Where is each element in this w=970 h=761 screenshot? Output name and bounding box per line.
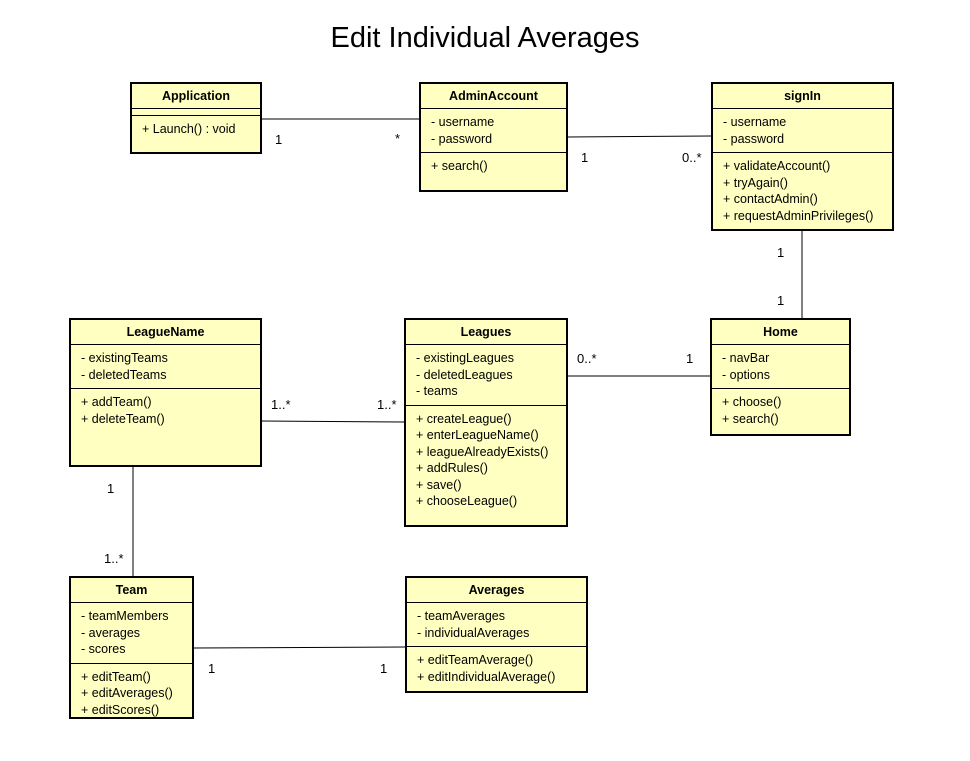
class-leagues[interactable]: Leagues - existingLeagues - deletedLeagu… <box>404 318 568 527</box>
attribute: - teams <box>416 384 458 398</box>
class-adminaccount[interactable]: AdminAccount - username - password + sea… <box>419 82 568 192</box>
association-leaguename-leagues[interactable] <box>260 420 406 423</box>
mult-leaguename-side: 1..* <box>271 397 291 412</box>
operation: + requestAdminPrivileges() <box>723 208 874 223</box>
attributes-compartment: - existingTeams - deletedTeams <box>71 345 260 389</box>
operation: + addTeam() <box>81 395 152 409</box>
attribute: - teamAverages <box>417 609 506 623</box>
operations-compartment: + search() <box>421 153 566 180</box>
operation: + choose() <box>722 395 782 409</box>
operation: + validateAccount() <box>723 159 831 173</box>
operation: + chooseLeague() <box>416 494 518 508</box>
operations-compartment: + Launch() : void <box>132 116 260 143</box>
operation: + editScores() <box>81 702 160 717</box>
operation: + tryAgain() <box>723 175 788 190</box>
class-signin[interactable]: signIn - username - password + validateA… <box>711 82 894 231</box>
class-team[interactable]: Team - teamMembers - averages - scores +… <box>69 576 194 719</box>
association-team-averages[interactable] <box>192 646 407 649</box>
mult-leagues-home-right: 1 <box>686 351 694 366</box>
attribute: - deletedTeams <box>81 367 167 382</box>
mult-adminaccount-signin-side: 1 <box>581 150 589 165</box>
attribute: - username <box>431 115 495 129</box>
diagram-title: Edit Individual Averages <box>330 22 640 54</box>
operation: + deleteTeam() <box>81 411 165 426</box>
operation: + search() <box>722 411 779 426</box>
attribute: - username <box>723 115 787 129</box>
operation: + leagueAlreadyExists() <box>416 444 549 459</box>
operation: + editTeam() <box>81 669 151 684</box>
class-name: LeagueName <box>71 320 260 345</box>
operation: + contactAdmin() <box>723 192 818 206</box>
mult-team-side: 1 <box>208 661 216 676</box>
mult-averages-side: 1 <box>380 661 388 676</box>
operation: + enterLeagueName() <box>416 428 539 442</box>
operations-compartment: + choose() + search() <box>712 389 849 432</box>
attributes-compartment: - teamMembers - averages - scores <box>71 603 192 664</box>
mult-leaguename-team-bottom: 1..* <box>104 551 124 566</box>
operation: + createLeague() <box>416 411 512 426</box>
class-home[interactable]: Home - navBar - options + choose() + sea… <box>710 318 851 436</box>
mult-leaguename-team-top: 1 <box>107 481 115 496</box>
operation: + editAverages() <box>81 686 173 700</box>
attribute: - options <box>722 367 770 382</box>
mult-adminaccount-side: * <box>395 131 401 146</box>
mult-signin-home-bottom: 1 <box>777 293 785 308</box>
operation: + search() <box>431 159 488 173</box>
mult-leagues-side: 1..* <box>377 397 397 412</box>
operations-compartment: + editTeam() + editAverages() + editScor… <box>71 664 192 724</box>
attributes-compartment: - existingLeagues - deletedLeagues - tea… <box>406 345 566 406</box>
class-leaguename[interactable]: LeagueName - existingTeams - deletedTeam… <box>69 318 262 467</box>
operation: + editIndividualAverage() <box>417 669 556 684</box>
operations-compartment: + createLeague() + enterLeagueName() + l… <box>406 406 566 515</box>
attributes-compartment: - username - password <box>713 109 892 153</box>
mult-application-side: 1 <box>275 132 283 147</box>
class-name: Leagues <box>406 320 566 345</box>
attribute: - password <box>431 131 493 146</box>
class-averages[interactable]: Averages - teamAverages - individualAver… <box>405 576 588 693</box>
class-name: Team <box>71 578 192 603</box>
operation: + editTeamAverage() <box>417 653 534 667</box>
attribute: - password <box>723 131 785 146</box>
attributes-compartment: - navBar - options <box>712 345 849 389</box>
class-name: Application <box>132 84 260 109</box>
class-name: AdminAccount <box>421 84 566 109</box>
operation: + addRules() <box>416 461 488 475</box>
class-name: signIn <box>713 84 892 109</box>
attributes-compartment: - teamAverages - individualAverages <box>407 603 586 647</box>
attribute: - deletedLeagues <box>416 367 513 382</box>
mult-signin-side: 0..* <box>682 150 702 165</box>
class-application[interactable]: Application + Launch() : void <box>130 82 262 154</box>
class-name: Home <box>712 320 849 345</box>
attributes-compartment <box>132 109 260 116</box>
attribute: - navBar <box>722 351 770 365</box>
association-adminaccount-signin[interactable] <box>566 135 712 138</box>
attribute: - existingTeams <box>81 351 168 365</box>
mult-leagues-home-left: 0..* <box>577 351 597 366</box>
attribute: - existingLeagues <box>416 351 514 365</box>
attribute: - scores <box>81 642 126 656</box>
class-name: Averages <box>407 578 586 603</box>
operation: + save() <box>416 477 462 492</box>
operations-compartment: + editTeamAverage() + editIndividualAver… <box>407 647 586 690</box>
mult-signin-home-top: 1 <box>777 245 785 260</box>
operations-compartment: + addTeam() + deleteTeam() <box>71 389 260 432</box>
attribute: - individualAverages <box>417 625 530 640</box>
operation: + Launch() : void <box>142 122 236 136</box>
attributes-compartment: - username - password <box>421 109 566 153</box>
attribute: - teamMembers <box>81 609 169 623</box>
operations-compartment: + validateAccount() + tryAgain() + conta… <box>713 153 892 229</box>
attribute: - averages <box>81 625 141 640</box>
